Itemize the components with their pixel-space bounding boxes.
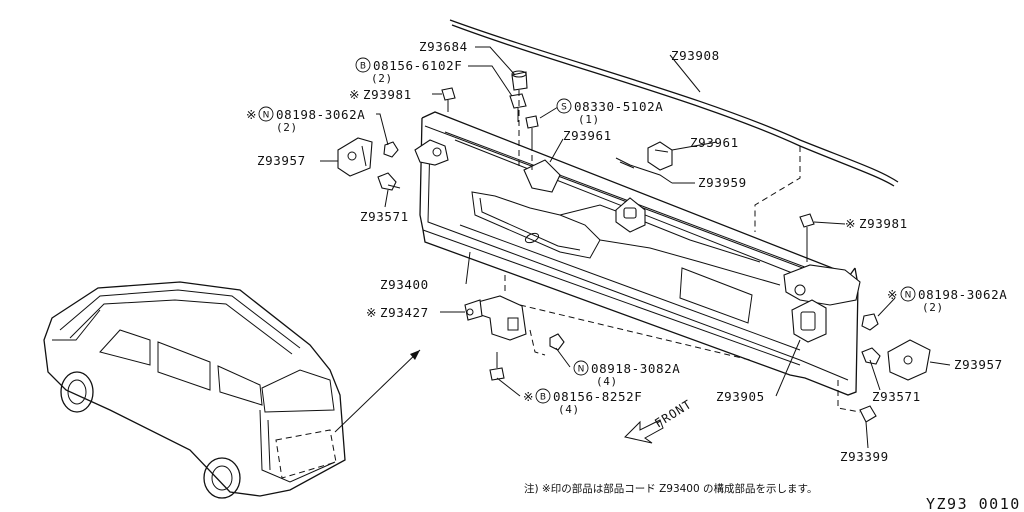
qty-08156-8252f: (4) bbox=[558, 403, 580, 416]
label-z93571-right: Z93571 bbox=[872, 389, 921, 404]
diagram-code: YZ93 0010 bbox=[926, 495, 1021, 512]
label-z93957-right: Z93957 bbox=[954, 357, 1003, 372]
circle-b-icon-lower bbox=[535, 388, 551, 404]
circle-b-icon bbox=[355, 57, 371, 73]
label-08198-3062a-right: 08198-3062A bbox=[918, 287, 1007, 302]
label-z93571-left: Z93571 bbox=[360, 209, 409, 224]
right-side-parts bbox=[615, 141, 931, 423]
label-z93961-left: Z93961 bbox=[563, 128, 612, 143]
part-labels: Z93684 B 08156-6102F (2) ※ Z93981 ※ N 08… bbox=[246, 39, 1007, 464]
label-z93400: Z93400 bbox=[380, 277, 429, 292]
circle-n-icon bbox=[258, 106, 274, 122]
left-hinge-parts bbox=[337, 70, 561, 193]
mark-08198-right: ※ bbox=[887, 287, 898, 302]
leader-lines bbox=[320, 46, 951, 449]
label-z93399: Z93399 bbox=[840, 449, 889, 464]
circle-b-letter-lower: B bbox=[540, 393, 546, 403]
mark-08156-8252f: ※ bbox=[523, 389, 534, 404]
circle-s-icon bbox=[556, 98, 572, 114]
label-08918-3082a: 08918-3082A bbox=[591, 361, 680, 376]
circle-b-letter: B bbox=[360, 62, 366, 72]
label-z93957-left: Z93957 bbox=[257, 153, 306, 168]
circle-n-icon-right bbox=[900, 286, 916, 302]
qty-08918-3082a: (4) bbox=[596, 375, 618, 388]
vehicle-illustration bbox=[43, 281, 421, 499]
label-z93908: Z93908 bbox=[671, 48, 720, 63]
circle-s-letter: S bbox=[561, 103, 567, 113]
circle-n-letter-lower: N bbox=[578, 365, 585, 375]
label-08156-6102f: 08156-6102F bbox=[373, 58, 462, 73]
back-door-finisher-panel bbox=[419, 111, 859, 396]
label-z93684: Z93684 bbox=[419, 39, 468, 54]
qty-08198-3062a-right: (2) bbox=[922, 301, 944, 314]
front-label: FRONT bbox=[652, 397, 694, 431]
qty-08156-6102f: (2) bbox=[371, 72, 393, 85]
label-08198-3062a-left: 08198-3062A bbox=[276, 107, 365, 122]
label-z93427: Z93427 bbox=[380, 305, 429, 320]
weatherstrip-moulding bbox=[449, 19, 899, 187]
mark-z93981-right: ※ bbox=[845, 216, 856, 231]
mark-08198-left: ※ bbox=[246, 107, 257, 122]
label-z93961-right: Z93961 bbox=[690, 135, 739, 150]
footnote: 注) ※印の部品は部品コード Z93400 の構成部品を示します。 bbox=[524, 482, 817, 495]
label-08156-8252f: 08156-8252F bbox=[553, 389, 642, 404]
qty-08198-3062a-left: (2) bbox=[276, 121, 298, 134]
label-z93981-right: Z93981 bbox=[859, 216, 908, 231]
label-z93959: Z93959 bbox=[698, 175, 747, 190]
circle-n-letter: N bbox=[263, 111, 270, 121]
label-z93905: Z93905 bbox=[716, 389, 765, 404]
label-08330-5102a: 08330-5102A bbox=[574, 99, 663, 114]
label-z93981-top: Z93981 bbox=[363, 87, 412, 102]
mark-z93427: ※ bbox=[366, 305, 377, 320]
qty-08330-5102a: (1) bbox=[578, 113, 600, 126]
mark-z93981-top: ※ bbox=[349, 87, 360, 102]
circle-n-icon-lower bbox=[573, 360, 589, 376]
circle-n-letter-right: N bbox=[905, 291, 912, 301]
lower-bracket-parts bbox=[464, 275, 751, 381]
